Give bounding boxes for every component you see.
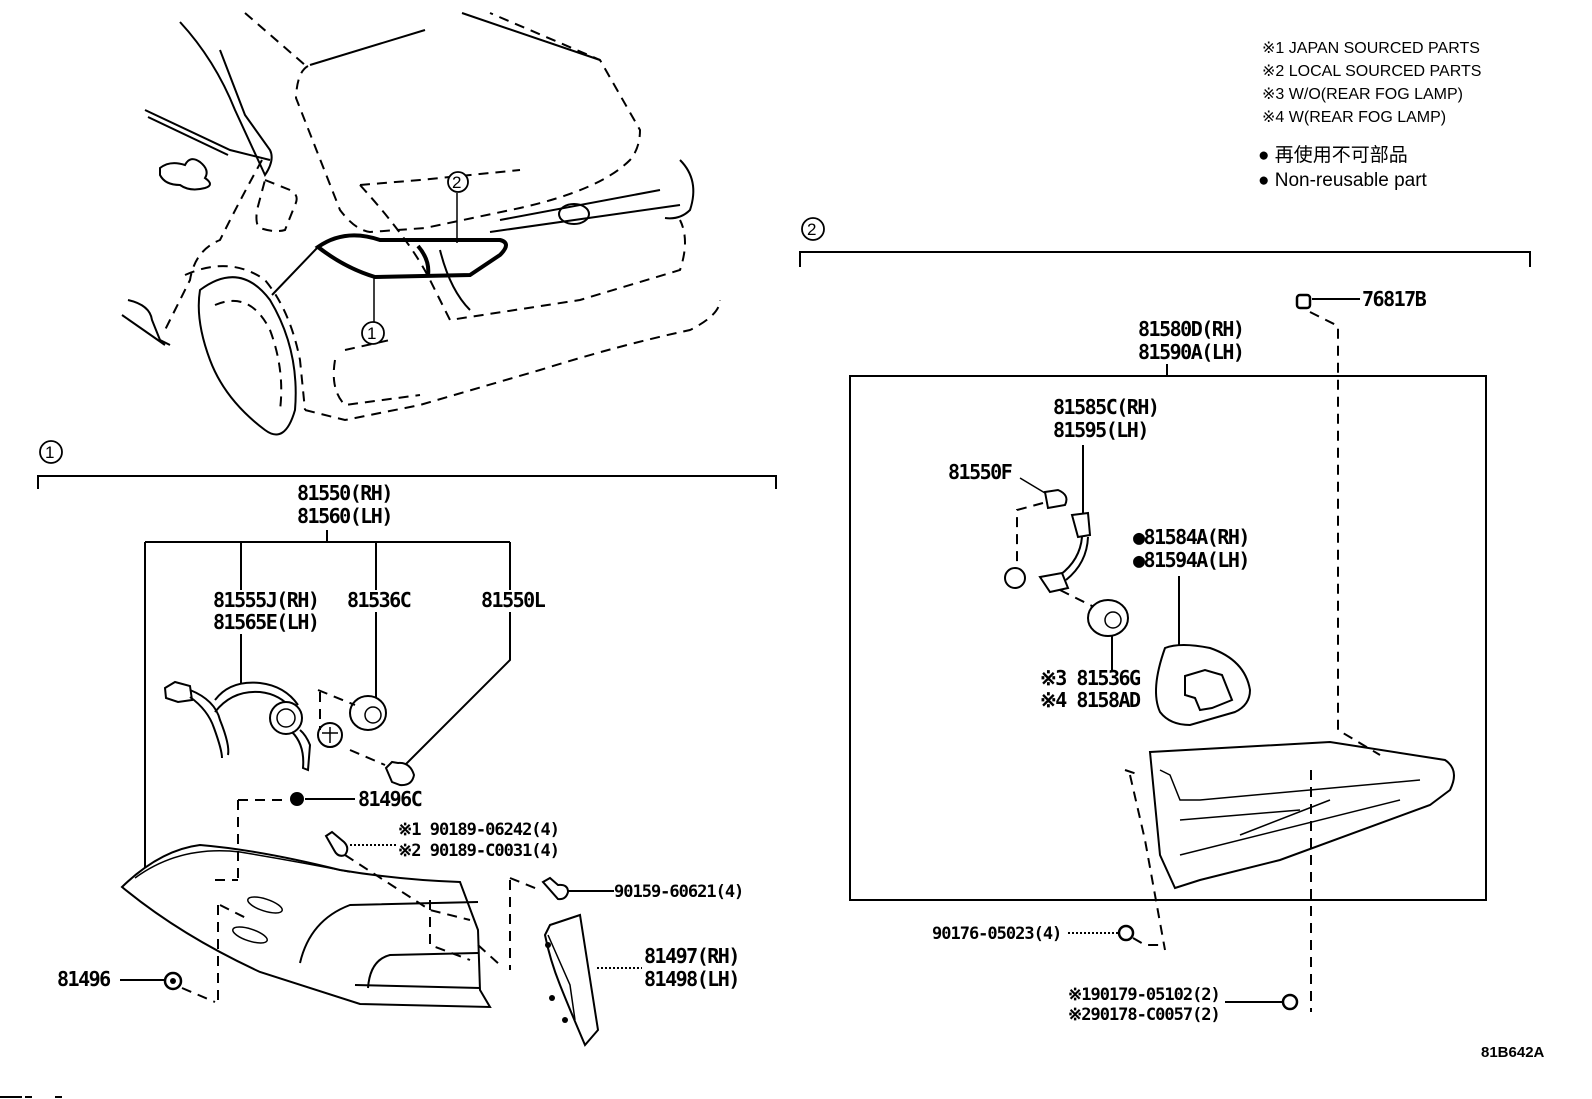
section-2-bracket-line (799, 251, 1531, 267)
svg-text:※4 8158AD: ※4 8158AD (1040, 688, 1141, 712)
car-overview-illustration: 2 1 (121, 12, 721, 436)
legend-nonreusable-en: ● Non-reusable part (1258, 170, 1428, 191)
part-81580D-assembly[interactable]: 81580D(RH) 81590A(LH) (1138, 317, 1245, 364)
svg-text:81496C: 81496C (358, 787, 422, 811)
section-1-bracket-line (37, 475, 777, 489)
part-90189-screw[interactable]: ※1 90189-06242(4) ※2 90189-C0031(4) (324, 820, 560, 861)
part-81550L-bulb[interactable]: 81550L (481, 588, 547, 612)
svg-text:※290178-C0057(2): ※290178-C0057(2) (1068, 1005, 1220, 1025)
svg-text:2: 2 (452, 173, 461, 192)
part-81550F-bulb[interactable]: 81550F (948, 460, 1046, 494)
svg-text:90176-05023(4): 90176-05023(4) (932, 924, 1061, 944)
section-2-rear-lamp-inner: 2 76817B 81580D(RH) 81590A(LH) 81585C(RH… (799, 217, 1531, 1025)
part-81536C-socket[interactable]: 81536C (347, 588, 412, 612)
rear-lamp-outer-body-drawing (120, 843, 501, 1009)
part-90179-nut[interactable]: ※190179-05102(2) ※290178-C0057(2) (1068, 985, 1299, 1025)
part-90176-screw[interactable]: 90176-05023(4) (932, 924, 1135, 944)
screw-icon (1117, 924, 1135, 942)
legend: ※1 JAPAN SOURCED PARTS ※2 LOCAL SOURCED … (1258, 40, 1481, 191)
illustration-code: 81B642A (1481, 1044, 1545, 1061)
overview-callout-1[interactable]: 1 (361, 321, 385, 345)
section-1-rear-lamp-outer: 1 81550(RH) 81560(LH) 81555J(RH) 81565E(… (37, 440, 777, 1047)
screw-icon (324, 830, 349, 857)
section-2-marker: 2 (801, 217, 825, 241)
svg-text:81536C: 81536C (347, 588, 411, 612)
overview-callout-2[interactable]: 2 (447, 171, 469, 193)
svg-text:81565E(LH): 81565E(LH) (213, 610, 318, 634)
socket-81536G-drawing (1087, 599, 1129, 637)
part-81496C-nut[interactable]: 81496C (290, 787, 423, 811)
part-81584A-gasket[interactable]: ●81584A(RH) ●81594A(LH) (1133, 525, 1250, 572)
svg-text:81550L: 81550L (481, 588, 546, 612)
svg-text:76817B: 76817B (1362, 287, 1427, 311)
legend-note-2: ※2 LOCAL SOURCED PARTS (1262, 63, 1481, 80)
svg-text:81595(LH): 81595(LH) (1053, 418, 1148, 442)
socket-wire-harness-drawing (163, 680, 343, 772)
svg-text:●81584A(RH): ●81584A(RH) (1133, 525, 1249, 549)
clip-icon (1295, 293, 1312, 310)
svg-text:※190179-05102(2): ※190179-05102(2) (1068, 985, 1220, 1005)
emblem-icon (558, 203, 590, 225)
svg-text:81555J(RH): 81555J(RH) (213, 588, 318, 612)
part-81497-bracket[interactable]: 81497(RH) 81498(LH) (597, 944, 740, 991)
part-81536G-socket[interactable]: ※3 81536G ※4 8158AD (1040, 666, 1143, 712)
part-81585C-socket-wire[interactable]: 81585C(RH) 81595(LH) (1053, 395, 1160, 442)
rear-combination-lamp-outer-outline (314, 233, 508, 280)
part-81555J-socket-wire[interactable]: 81555J(RH) 81565E(LH) (213, 588, 320, 634)
svg-text:81497(RH): 81497(RH) (644, 944, 739, 968)
legend-nonreusable-jp: ● 再使用不可部品 (1258, 144, 1408, 166)
svg-text:81498(LH): 81498(LH) (644, 967, 739, 991)
svg-text:※2 90189-C0031(4): ※2 90189-C0031(4) (398, 841, 559, 861)
legend-note-3: ※3 W/O(REAR FOG LAMP) (1262, 86, 1463, 103)
assembly-box (849, 375, 1487, 901)
svg-text:90159-60621(4): 90159-60621(4) (614, 882, 743, 902)
legend-note-4: ※4 W(REAR FOG LAMP) (1262, 109, 1446, 126)
svg-text:※1 90189-06242(4): ※1 90189-06242(4) (398, 820, 559, 840)
bracket-81497-drawing (543, 913, 600, 1047)
svg-text:81496: 81496 (57, 967, 110, 991)
svg-text:81580D(RH): 81580D(RH) (1138, 317, 1243, 341)
svg-text:2: 2 (807, 220, 816, 239)
svg-text:81590A(LH): 81590A(LH) (1138, 340, 1243, 364)
bolt-icon (541, 876, 570, 901)
svg-text:81550F: 81550F (948, 460, 1012, 484)
svg-text:81560(LH): 81560(LH) (297, 504, 392, 528)
gasket-drawing (1155, 644, 1252, 727)
svg-text:※3 81536G: ※3 81536G (1040, 666, 1141, 690)
bulb-81550L-drawing (349, 749, 416, 787)
nut-icon (1281, 993, 1299, 1011)
nut-icon (290, 792, 304, 806)
part-76817B-clip[interactable]: 76817B (1295, 287, 1428, 311)
part-81550-assembly[interactable]: 81550(RH) 81560(LH) (297, 481, 393, 528)
svg-text:81585C(RH): 81585C(RH) (1053, 395, 1158, 419)
rear-lamp-inner-body-drawing (1124, 740, 1455, 951)
socket-81536C-drawing (317, 689, 387, 731)
part-90159-bolt[interactable]: 90159-60621(4) (541, 876, 744, 902)
svg-text:81550(RH): 81550(RH) (297, 481, 392, 505)
section-1-marker: 1 (39, 440, 63, 464)
socket-wire-harness-2-drawing (1004, 511, 1092, 594)
svg-text:●81594A(LH): ●81594A(LH) (1133, 548, 1249, 572)
svg-text:1: 1 (45, 443, 54, 462)
svg-text:1: 1 (367, 324, 376, 343)
legend-note-1: ※1 JAPAN SOURCED PARTS (1262, 40, 1480, 57)
bulb-81550F-drawing (1043, 488, 1068, 510)
part-81496-grommet[interactable]: 81496 (57, 967, 183, 991)
